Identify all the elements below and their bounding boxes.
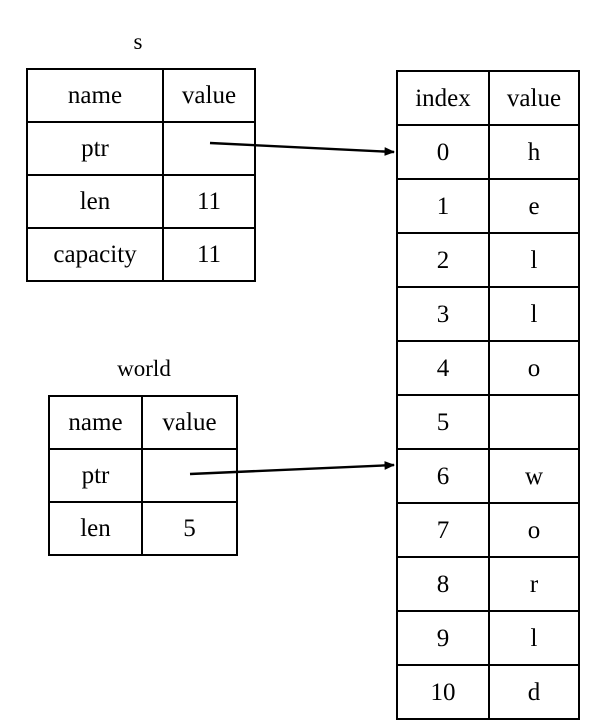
table-header-row: index value [396,70,580,126]
buffer-index-10: 10 [396,664,490,720]
struct-s-field-ptr-name: ptr [26,121,164,176]
struct-s-field-len-name: len [26,174,164,229]
buffer-header-value: value [488,70,580,126]
struct-s-field-ptr-value [162,121,256,176]
table-row: capacity 11 [26,227,256,282]
buffer-value-9: l [488,610,580,666]
buffer-index-0: 0 [396,124,490,180]
struct-world-field-len-name: len [48,501,143,556]
table-row: 9 l [396,610,580,666]
buffer-value-5 [488,394,580,450]
struct-s-caption: s [133,29,143,54]
buffer-value-7: o [488,502,580,558]
struct-world-field-ptr-name: ptr [48,448,143,503]
struct-world-field-ptr-value [141,448,238,503]
table-row: 3 l [396,286,580,342]
buffer-value-3: l [488,286,580,342]
table-row: 1 e [396,178,580,234]
buffer-value-1: e [488,178,580,234]
table-row: ptr [26,121,256,176]
buffer-index-6: 6 [396,448,490,504]
table-row: 0 h [396,124,580,180]
table-row: ptr [48,448,238,503]
table-row: 7 o [396,502,580,558]
table-row: 2 l [396,232,580,288]
struct-s-header-name: name [26,68,164,123]
buffer-index-7: 7 [396,502,490,558]
struct-world-header-name: name [48,395,143,450]
buffer-value-4: o [488,340,580,396]
table-header-row: name value [26,68,256,123]
table-row: 8 r [396,556,580,612]
struct-world-caption: world [117,356,171,381]
table-row: 6 w [396,448,580,504]
buffer-value-6: w [488,448,580,504]
table-row: len 11 [26,174,256,229]
buffer-header-index: index [396,70,490,126]
table-header-row: name value [48,395,238,450]
buffer-table: index value 0 h 1 e 2 l 3 l 4 o [396,70,580,720]
struct-world-header-value: value [141,395,238,450]
buffer-index-1: 1 [396,178,490,234]
buffer-index-8: 8 [396,556,490,612]
buffer-index-3: 3 [396,286,490,342]
buffer-value-10: d [488,664,580,720]
table-row: 5 [396,394,580,450]
buffer-index-4: 4 [396,340,490,396]
struct-s-header-value: value [162,68,256,123]
struct-world-table: name value ptr len 5 [48,395,238,556]
buffer-value-8: r [488,556,580,612]
buffer-value-2: l [488,232,580,288]
struct-s-field-len-value: 11 [162,174,256,229]
table-row: 10 d [396,664,580,720]
struct-s-table: name value ptr len 11 capacity 11 [26,68,256,282]
buffer-value-0: h [488,124,580,180]
buffer-index-2: 2 [396,232,490,288]
struct-s-field-capacity-name: capacity [26,227,164,282]
struct-s-field-capacity-value: 11 [162,227,256,282]
struct-world-field-len-value: 5 [141,501,238,556]
buffer-index-5: 5 [396,394,490,450]
buffer-index-9: 9 [396,610,490,666]
table-row: 4 o [396,340,580,396]
table-row: len 5 [48,501,238,556]
